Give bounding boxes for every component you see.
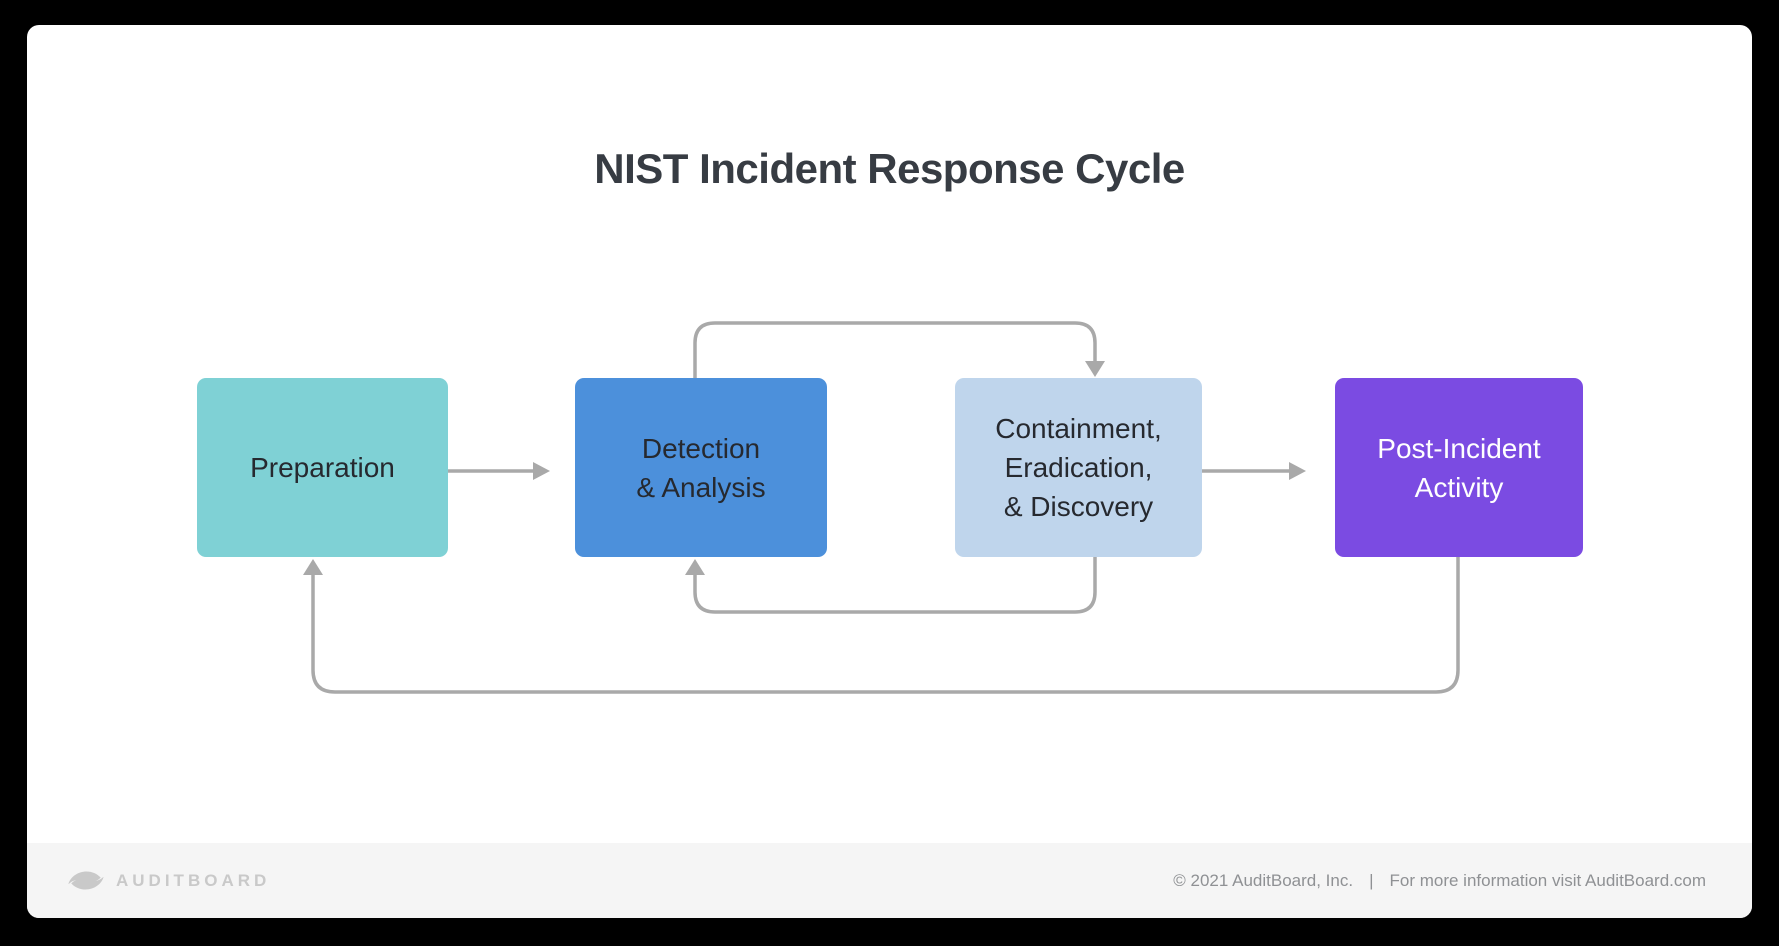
auditboard-logo-text: AUDITBOARD — [116, 870, 271, 890]
auditboard-logo-icon — [68, 871, 104, 890]
arrow-detection-to-containment-top-loop — [693, 321, 1105, 378]
node-detection-label-line2: & Analysis — [636, 471, 766, 503]
node-postincident-label-line1: Post-Incident — [1377, 432, 1541, 464]
auditboard-logo: AUDITBOARD — [67, 870, 270, 891]
node-postincident-label-line2: Activity — [1414, 471, 1504, 503]
arrow-containment-to-detection-bottom-loop — [685, 557, 1097, 614]
node-preparation: Preparation — [197, 378, 448, 557]
footer-divider: | — [1369, 870, 1374, 890]
node-containment-label-line3: & Discovery — [1003, 491, 1154, 522]
footer-info-text: For more information visit AuditBoard.co… — [1389, 870, 1706, 890]
slide-card: NIST Incident Response Cycle Preparation — [27, 25, 1752, 918]
node-post-incident-activity: Post-Incident Activity — [1335, 378, 1583, 557]
copyright-text: © 2021 AuditBoard, Inc. — [1173, 870, 1354, 890]
arrow-preparation-to-detection — [446, 462, 550, 480]
page-title: NIST Incident Response Cycle — [594, 145, 1185, 192]
footer: AUDITBOARD © 2021 AuditBoard, Inc. | For… — [27, 843, 1752, 918]
footer-legal: © 2021 AuditBoard, Inc. | For more infor… — [1173, 871, 1706, 891]
node-containment-label-line2: Eradication, — [1004, 452, 1153, 483]
arrow-containment-to-postincident — [1202, 462, 1306, 480]
node-detection-label-line1: Detection — [641, 432, 761, 464]
node-containment-label-line1: Containment, — [995, 413, 1162, 444]
node-containment-eradication-discovery: Containment, Eradication, & Discovery — [955, 378, 1202, 557]
arrow-postincident-to-preparation-loop — [303, 557, 1460, 694]
node-detection-analysis: Detection & Analysis — [575, 378, 827, 557]
node-preparation-label: Preparation — [250, 452, 395, 483]
